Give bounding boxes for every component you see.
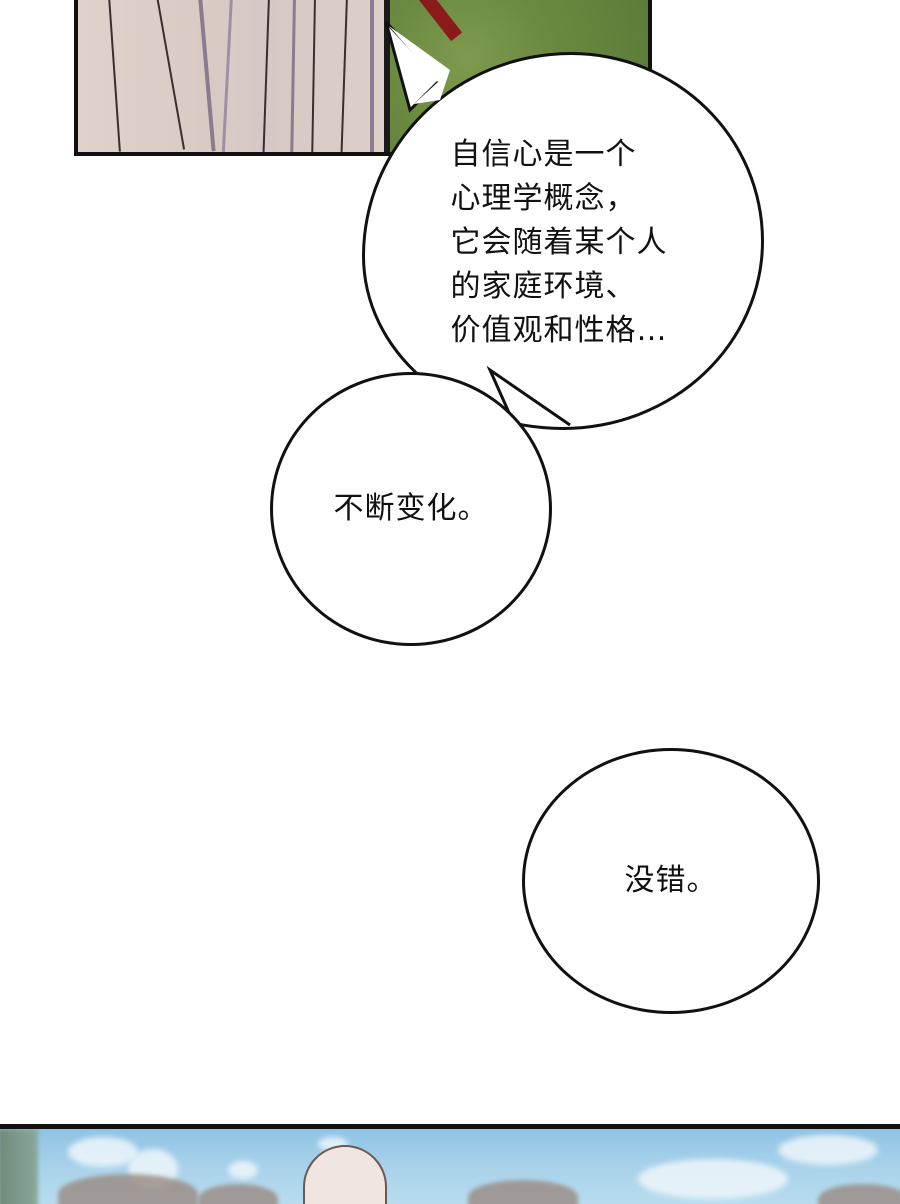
speech-bubble-1: 自信心是一个 心理学概念， 它会随着某个人 的家庭环境、 价值观和性格…	[362, 52, 764, 430]
cloud	[638, 1159, 788, 1199]
robe-illustration	[78, 0, 390, 152]
speech-bubble-text: 自信心是一个 心理学概念， 它会随着某个人 的家庭环境、 价值观和性格…	[450, 137, 668, 348]
speech-bubble-text: 没错。	[624, 863, 718, 898]
panel-inner-divider	[384, 0, 390, 152]
distant-hill	[468, 1180, 578, 1204]
robe-fold-line	[370, 0, 374, 152]
speech-bubble-text: 不断变化。	[333, 491, 489, 526]
cloud	[228, 1161, 258, 1179]
cloud	[68, 1137, 138, 1167]
speech-bubble-2: 不断变化。	[270, 372, 552, 646]
distant-hill	[198, 1184, 278, 1204]
speech-bubble-3: 没错。	[522, 748, 820, 1014]
cloud	[778, 1135, 878, 1165]
distant-hill	[818, 1184, 900, 1204]
speech-bubble-tail-fill	[389, 26, 450, 104]
bottom-comic-panel	[0, 1124, 900, 1204]
distant-hill	[58, 1174, 198, 1204]
tree-silhouette	[0, 1129, 38, 1204]
character-hair	[303, 1145, 387, 1204]
